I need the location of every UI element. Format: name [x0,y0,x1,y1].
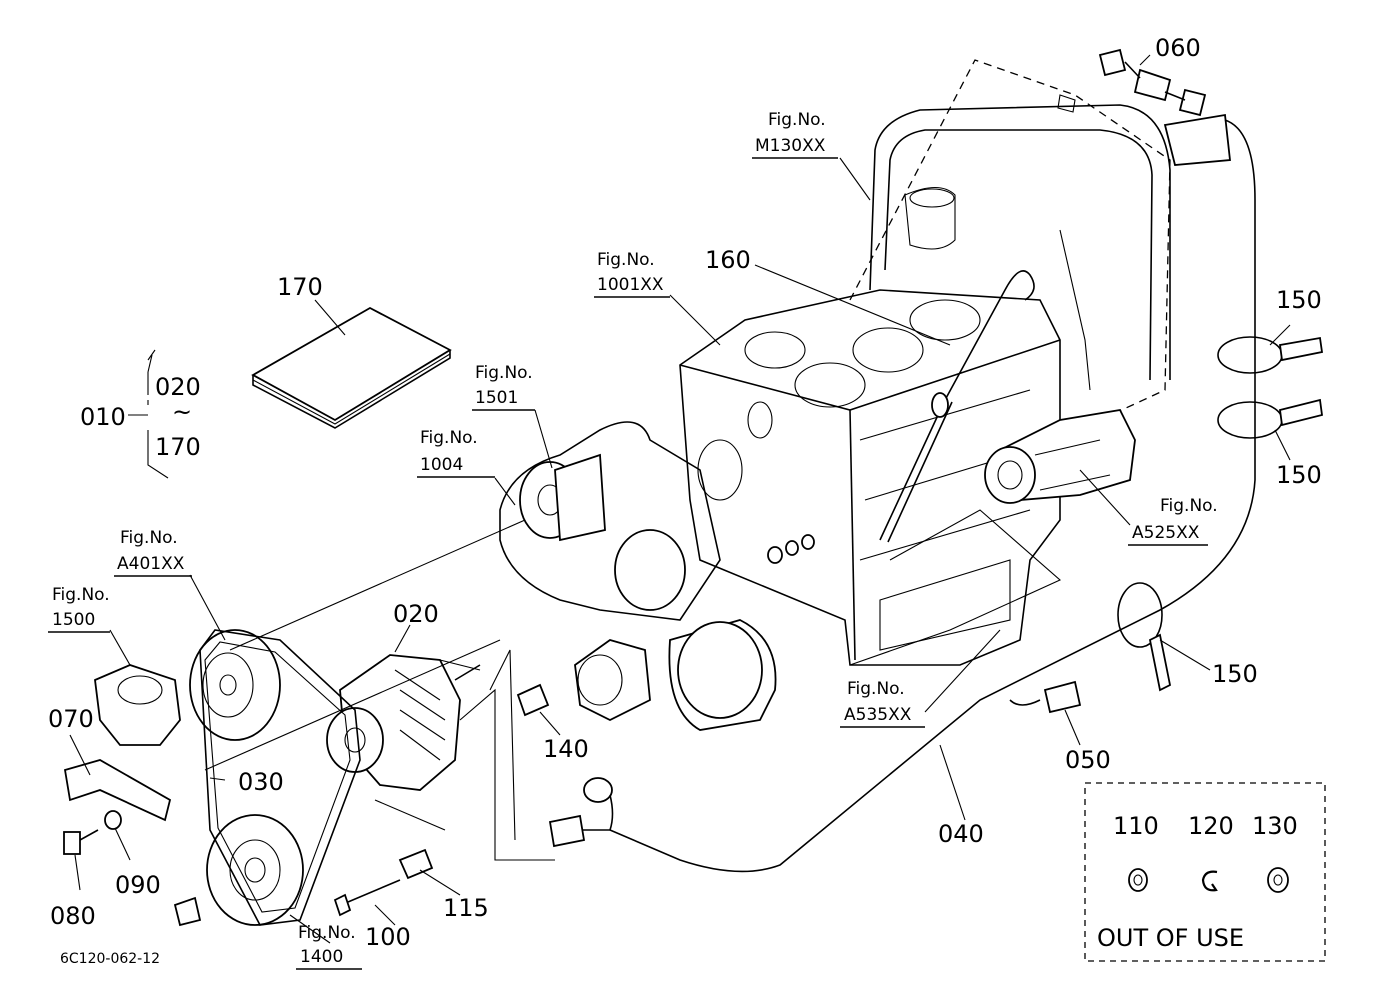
fig-ref-a525xx: Fig.No. A525XX [1128,496,1218,546]
callout-140: 140 [543,735,589,763]
starter-motor [984,409,1136,504]
svg-text:M130XX: M130XX [755,136,826,156]
fig-ref-m130xx: Fig.No. M130XX [752,110,838,159]
cable-tie-upper [1217,336,1324,374]
fig-ref-1500: Fig.No. 1500 [48,585,110,633]
callout-150-lower: 150 [1212,660,1258,688]
callout-040: 040 [938,820,984,848]
block-washers [767,534,815,564]
svg-text:Fig.No.: Fig.No. [847,679,905,699]
washer-110-icon [1128,868,1148,892]
fig-ref-a401xx: Fig.No. A401XX [114,528,192,577]
part-callouts: 060 170 160 150 150 150 020 140 070 030 … [48,34,1322,951]
svg-text:1501: 1501 [475,388,518,408]
harness-connector-ring [583,777,614,831]
fig-ref-1001xx: Fig.No. 1001XX [594,250,670,298]
svg-text:A401XX: A401XX [117,554,185,574]
leader-lines [69,54,1291,944]
svg-text:Fig.No.: Fig.No. [420,428,478,448]
svg-text:Fig.No.: Fig.No. [768,110,826,130]
collar-140 [516,683,550,717]
engine-block [679,289,1061,666]
callout-115: 115 [443,894,489,922]
callout-070: 070 [48,705,94,733]
svg-text:1001XX: 1001XX [597,275,664,295]
svg-text:1500: 1500 [52,610,95,630]
washer-090 [104,810,122,830]
svg-text:A535XX: A535XX [844,705,912,725]
collar-115 [398,848,434,880]
diagram-code: 6C120-062-12 [60,951,160,967]
fan-belt [199,629,361,926]
operator-manual [251,306,452,429]
cable-tie-middle [1217,398,1323,439]
set-range-callout: 010 020 ~ 170 [80,373,201,461]
temperature-sensor [1043,680,1082,714]
dipstick [879,270,1035,543]
svg-text:Fig.No.: Fig.No. [597,250,655,270]
cable-tie-lower [1117,582,1172,692]
callout-030: 030 [238,768,284,796]
spring-washer-120-icon [1201,870,1218,892]
callout-090: 090 [115,871,161,899]
out-of-use-item-110: 110 [1113,812,1159,840]
callout-170: 170 [277,273,323,301]
svg-text:A525XX: A525XX [1132,523,1200,543]
alternator [326,654,481,791]
out-of-use-item-120: 120 [1188,812,1234,840]
oil-filter [574,619,777,731]
out-of-use-item-130: 130 [1252,812,1298,840]
callout-020: 020 [393,600,439,628]
gear-case [499,421,721,621]
set-tilde: ~ [172,398,192,426]
fig-ref-a535xx: Fig.No. A535XX [840,679,925,728]
svg-text:Fig.No.: Fig.No. [1160,496,1218,516]
callout-060: 060 [1155,34,1201,62]
callout-160: 160 [705,246,751,274]
callout-050: 050 [1065,746,1111,774]
figure-references: Fig.No. M130XX Fig.No. 1001XX Fig.No. 15… [48,110,1218,970]
set-from-number: 020 [155,373,201,401]
crank-pulley [206,814,304,926]
svg-text:Fig.No.: Fig.No. [475,363,533,383]
callout-150-middle: 150 [1276,461,1322,489]
fan-pulley [189,629,281,741]
bolt-100 [333,879,401,917]
harness-connector-plug [548,814,586,848]
svg-text:Fig.No.: Fig.No. [298,923,356,943]
callout-100: 100 [365,923,411,951]
set-to-number: 170 [155,433,201,461]
svg-text:Fig.No.: Fig.No. [120,528,178,548]
assembly-guide-lines [204,509,1062,861]
fig-ref-1004: Fig.No. 1004 [417,428,495,478]
nut-130-icon [1267,867,1289,893]
bolt-pulley [173,896,202,927]
svg-text:1400: 1400 [300,947,343,967]
set-bracket [128,349,169,479]
callout-080: 080 [50,902,96,930]
set-parent-number: 010 [80,403,126,431]
out-of-use-box: 110 120 130 OUT OF USE [1084,782,1326,962]
thermostat-housing [63,664,181,822]
oil-pressure-switch [1098,48,1231,166]
svg-text:Fig.No.: Fig.No. [52,585,110,605]
callout-150-upper: 150 [1276,286,1322,314]
fig-ref-1501: Fig.No. 1501 [472,363,535,411]
radiator-shroud [849,59,1171,421]
fig-ref-1400: Fig.No. 1400 [296,923,362,970]
out-of-use-title: OUT OF USE [1097,924,1244,952]
svg-text:1004: 1004 [420,455,463,475]
bolt-080 [63,829,99,855]
